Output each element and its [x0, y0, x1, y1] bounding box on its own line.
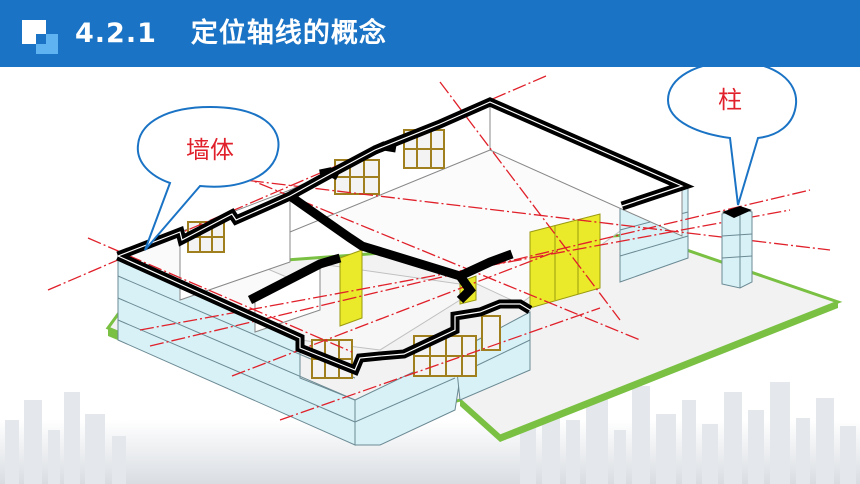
section-number: 4.2.1: [75, 18, 157, 49]
yellow-partitions: [339, 213, 601, 327]
square-logo-icon: [22, 20, 58, 54]
city-skyline-background: [0, 378, 860, 484]
column-callout-label: 柱: [718, 86, 742, 114]
wall-centerline: [117, 101, 684, 371]
wall-callout-label: 墙体: [186, 136, 234, 164]
floor-plan-diagram: 墙体 柱: [0, 67, 860, 484]
header-bar: 4.2.1 定位轴线的概念: [0, 0, 860, 67]
section-title: 定位轴线的概念: [190, 18, 387, 49]
page-title: 4.2.1 定位轴线的概念: [75, 12, 387, 56]
interior-walls: [179, 99, 683, 333]
column: [721, 206, 753, 289]
wall-callout: 墙体: [136, 105, 280, 251]
column-callout: 柱: [666, 67, 798, 206]
